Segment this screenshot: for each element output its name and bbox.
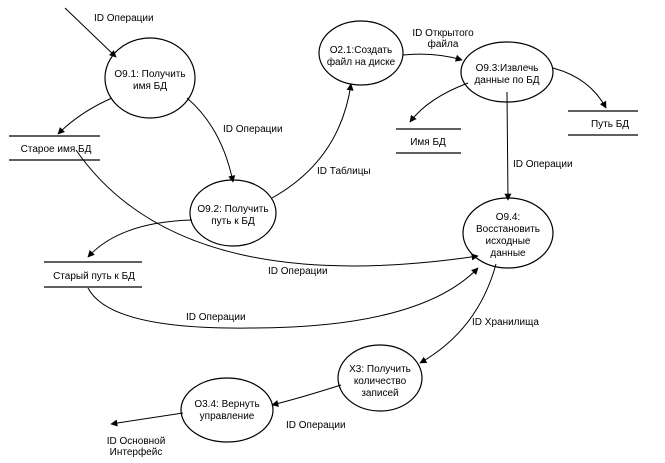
process-label-line: O9.4:	[496, 212, 520, 223]
process-label-line: имя БД	[133, 81, 167, 92]
flow-o9-2-to-o2-1	[271, 83, 354, 199]
flow-o9-3-to-name-store	[409, 82, 469, 123]
process-label-line: исходные	[486, 236, 531, 247]
store-label: Путь БД	[591, 119, 629, 130]
flow-label-line: Интерфейс	[110, 446, 163, 458]
process-label-line: O2.1:Создать	[330, 45, 392, 56]
flow-old-name-store-to-o9-4	[75, 149, 479, 267]
flow-label-line: файла	[428, 38, 459, 50]
process-label-line: количество	[354, 376, 407, 387]
store-old-name: Старое имя БД	[9, 135, 100, 161]
process-label-line: путь к БД	[211, 216, 255, 227]
process-label-line: O9.3:Извлечь	[476, 63, 539, 74]
flow-input-to-o9-1	[64, 7, 117, 58]
store-label: Старое имя БД	[21, 144, 92, 155]
flow-o9-2-to-old-path-store	[87, 219, 193, 258]
flow-o9-3-to-path-store	[552, 67, 607, 109]
flow-o3-4-to-main-interface	[110, 412, 184, 427]
store-db-name: Имя БД	[396, 128, 461, 154]
store-db-path: Путь БД	[568, 110, 638, 136]
flow-o2-1-to-o9-3	[402, 53, 463, 62]
flow-label-op-id-to-o9-4: ID Операции	[513, 159, 573, 170]
flow-label-line: ID Основной	[107, 436, 166, 447]
flow-label-table-id: ID Таблицы	[317, 165, 371, 177]
flow-label-op-id-to-o3-4: ID Операции	[286, 420, 346, 431]
flow-x3-to-o3-4	[271, 384, 342, 407]
process-label-line: O9.1: Получить	[114, 69, 185, 80]
store-old-path: Старый путь к БД	[44, 261, 142, 288]
flow-o9-1-to-o9-2	[186, 97, 236, 183]
process-label-line: данные	[490, 248, 526, 259]
process-label-line: управление	[200, 411, 255, 422]
flow-label-input-op-id: ID Операции	[94, 13, 154, 24]
flow-label-op-id-old-path: ID Операции	[186, 312, 246, 323]
flow-old-path-store-to-o9-4	[87, 267, 479, 329]
flow-o9-4-to-x3	[419, 263, 497, 364]
process-label-line: данные по БД	[474, 75, 539, 86]
store-label: Старый путь к БД	[53, 271, 135, 282]
flow-label-op-id-old-name: ID Операции	[268, 266, 328, 277]
flow-label-op-id-to-o9-2: ID Операции	[223, 124, 283, 135]
process-label-line: файл на диске	[327, 56, 396, 68]
process-label-line: записей	[361, 388, 398, 399]
process-label-line: X3: Получить	[349, 364, 411, 375]
store-label: Имя БД	[410, 137, 446, 148]
flow-o9-1-to-old-name-store	[57, 97, 113, 135]
process-label-line: O3.4: Вернуть	[194, 399, 259, 410]
flow-o9-3-to-o9-4	[504, 91, 512, 201]
process-label-line: Восстановить	[476, 224, 540, 235]
process-label-line: O9.2: Получить	[197, 204, 268, 215]
flow-label-line: ID Открытого	[412, 28, 474, 39]
flow-label-storage-id: ID Хранилища	[472, 317, 539, 328]
